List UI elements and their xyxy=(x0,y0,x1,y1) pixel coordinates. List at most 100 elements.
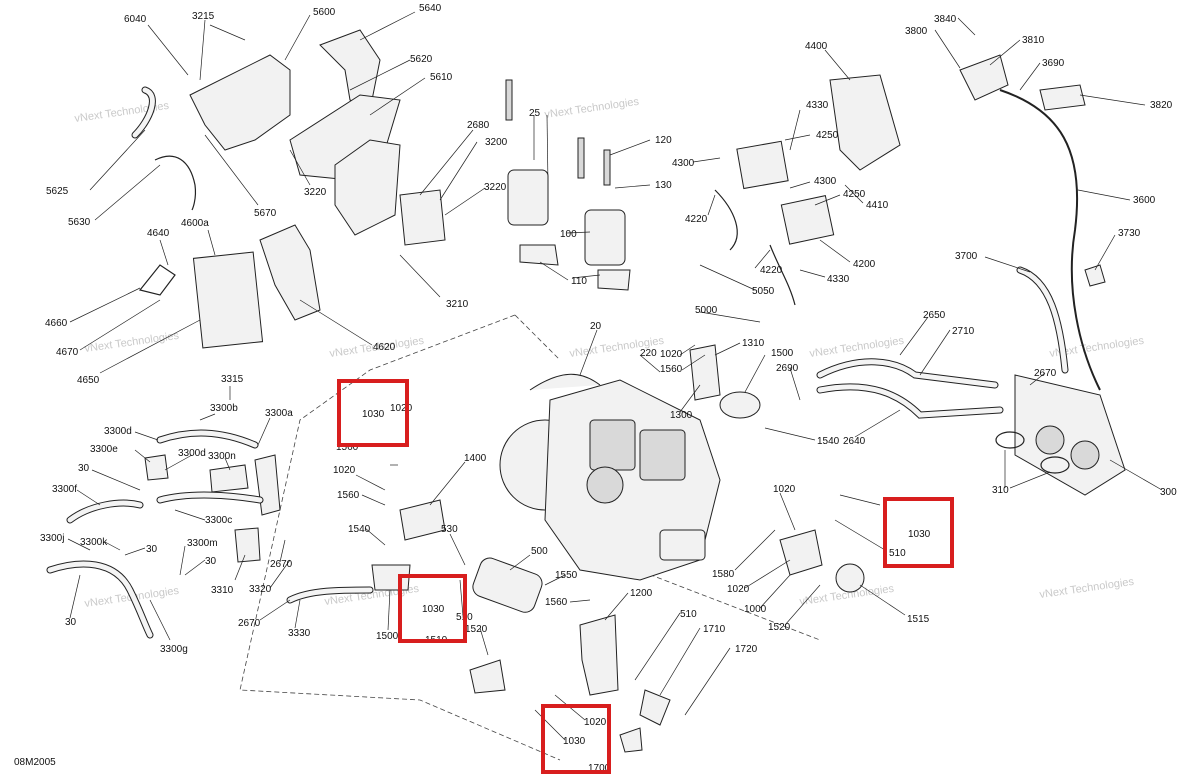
callout-4620: 4620 xyxy=(373,342,396,353)
highlight-box-1030-bottom xyxy=(541,704,611,774)
callout-1020: 1020 xyxy=(390,403,413,414)
highlight-box-1030-right xyxy=(883,497,954,568)
callout-3820: 3820 xyxy=(1150,100,1173,111)
callout-5000: 5000 xyxy=(695,305,718,316)
callout-3300j: 3300j xyxy=(40,533,64,544)
callout-3300k: 3300k xyxy=(80,537,108,548)
callout-3300b: 3300b xyxy=(210,403,238,414)
callout-3300g: 3300g xyxy=(160,644,188,655)
throttle-body xyxy=(1014,374,1126,496)
callout-2710: 2710 xyxy=(952,326,975,337)
callout-3330: 3330 xyxy=(288,628,311,639)
callout-1515: 1515 xyxy=(907,614,930,625)
leader-lines xyxy=(67,11,1163,741)
callout-120: 120 xyxy=(655,135,672,146)
callout-1400: 1400 xyxy=(464,453,487,464)
callout-1020: 1020 xyxy=(660,349,683,360)
mount-1515 xyxy=(835,563,865,593)
callout-3300n: 3300n xyxy=(208,451,236,462)
callout-4220: 4220 xyxy=(760,265,783,276)
manifold-100 xyxy=(584,209,626,266)
bracket-3210 xyxy=(399,189,446,246)
callout-1720: 1720 xyxy=(735,644,758,655)
callout-310: 310 xyxy=(992,485,1009,496)
callout-510: 510 xyxy=(680,609,697,620)
callout-4640: 4640 xyxy=(147,228,170,239)
callout-110: 110 xyxy=(571,276,587,287)
callout-1540: 1540 xyxy=(348,524,371,535)
wire-4220 xyxy=(714,189,738,251)
stop-1700 xyxy=(619,727,643,753)
bracket-3690 xyxy=(1039,84,1086,111)
callout-300: 300 xyxy=(1160,487,1177,498)
bolt-120b xyxy=(603,149,611,186)
module-4200 xyxy=(780,195,835,245)
callout-510: 510 xyxy=(889,548,906,559)
callout-3700: 3700 xyxy=(955,251,978,262)
callout-1030: 1030 xyxy=(422,604,445,615)
bracket-3300a xyxy=(254,454,281,516)
callout-25: 25 xyxy=(529,108,541,119)
mount-1000 xyxy=(779,529,823,576)
diagram-code: 08M2005 xyxy=(14,757,56,768)
bracket-3300n xyxy=(209,464,249,493)
callout-5620: 5620 xyxy=(410,54,433,65)
callout-530: 530 xyxy=(441,524,458,535)
mount-1200 xyxy=(579,614,619,696)
callout-4330: 4330 xyxy=(806,100,829,111)
callout-2650: 2650 xyxy=(923,310,946,321)
callout-3300d: 3300d xyxy=(178,448,206,459)
callout-1710: 1710 xyxy=(703,624,726,635)
callout-1000: 1000 xyxy=(744,604,767,615)
clip-3730 xyxy=(1084,264,1106,287)
callout-4300: 4300 xyxy=(672,158,695,169)
callout-3220: 3220 xyxy=(304,187,327,198)
throttle-bore-2 xyxy=(1070,440,1100,470)
callout-2690: 2690 xyxy=(776,363,799,374)
ecu-module xyxy=(192,251,264,349)
bolt-25 xyxy=(505,79,513,121)
callout-4410: 4410 xyxy=(866,200,889,211)
callout-1500: 1500 xyxy=(376,631,399,642)
clamp-310b xyxy=(1040,456,1070,474)
callout-1500: 1500 xyxy=(771,348,794,359)
callout-1550: 1550 xyxy=(555,570,578,581)
callout-30: 30 xyxy=(78,463,90,474)
callout-3690: 3690 xyxy=(1042,58,1065,69)
strap-4640 xyxy=(138,264,176,296)
callout-3320: 3320 xyxy=(249,584,272,595)
callout-3800: 3800 xyxy=(905,26,928,37)
callout-5600: 5600 xyxy=(313,7,336,18)
highlight-box-1030-upper-left xyxy=(337,379,409,447)
callout-1580: 1580 xyxy=(712,569,735,580)
clamp-310a xyxy=(995,431,1025,449)
callout-5610: 5610 xyxy=(430,72,453,83)
throttle-bore-1 xyxy=(1035,425,1065,455)
callout-3300d: 3300d xyxy=(104,426,132,437)
lower-panel xyxy=(334,139,401,236)
callout-1560: 1560 xyxy=(660,364,683,375)
cable-3600 xyxy=(999,89,1101,391)
callout-1020: 1020 xyxy=(584,717,607,728)
callout-3310: 3310 xyxy=(211,585,234,596)
callout-2670: 2670 xyxy=(270,559,293,570)
manifold-3200 xyxy=(507,169,549,226)
callout-2640: 2640 xyxy=(843,436,866,447)
callout-4600a: 4600a xyxy=(181,218,209,229)
callout-30: 30 xyxy=(205,556,217,567)
callout-5640: 5640 xyxy=(419,3,442,14)
callout-3840: 3840 xyxy=(934,14,957,25)
assembly-outline xyxy=(239,314,821,761)
callout-3730: 3730 xyxy=(1118,228,1141,239)
engine-head-1 xyxy=(589,419,636,471)
engine-cover xyxy=(586,466,624,504)
watermark-text: vNext Technologies xyxy=(84,330,180,355)
callout-3215: 3215 xyxy=(192,11,215,22)
clip-3310 xyxy=(234,527,261,563)
callout-5670: 5670 xyxy=(254,208,277,219)
callout-5625: 5625 xyxy=(46,186,69,197)
callout-1560: 1560 xyxy=(337,490,360,501)
module-4400 xyxy=(829,74,901,171)
bracket-3810 xyxy=(959,54,1009,101)
watermark-text: vNext Technologies xyxy=(809,335,905,360)
